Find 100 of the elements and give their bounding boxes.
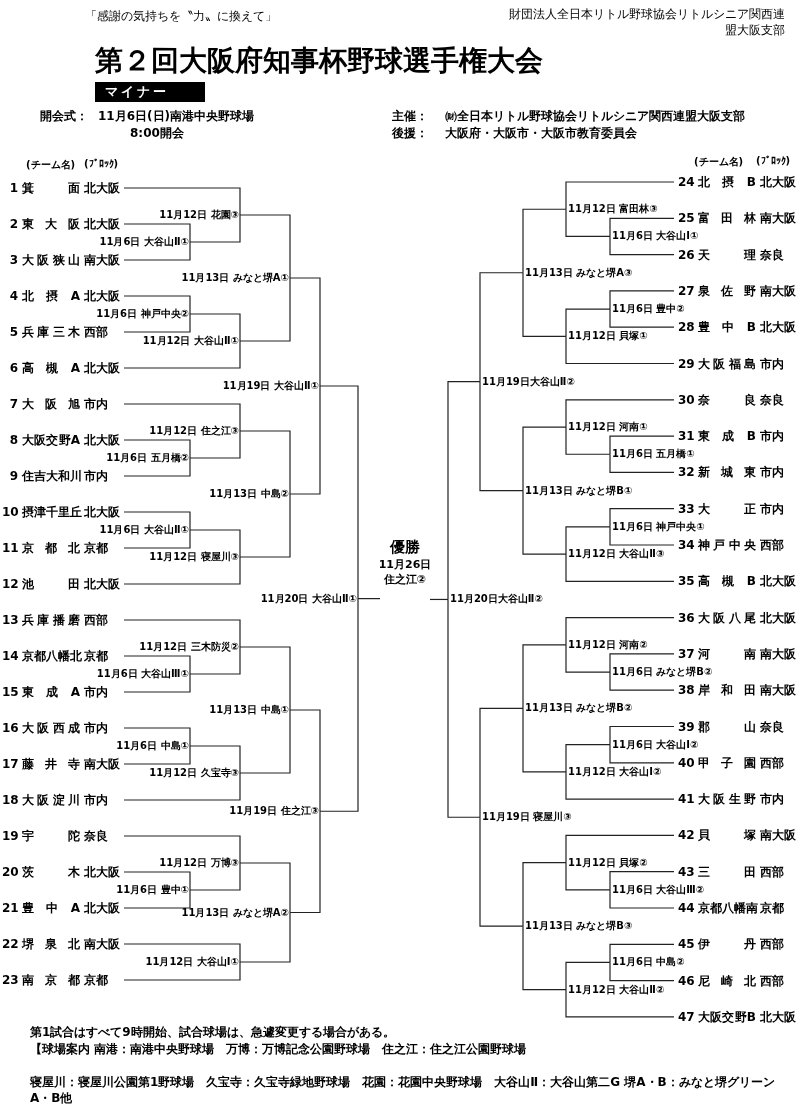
block-name: 北大阪 xyxy=(84,180,120,197)
bracket-line xyxy=(447,598,481,818)
team-number: 17 xyxy=(2,756,18,773)
bracket-line xyxy=(565,862,611,891)
venue-guide: 寝屋川：寝屋川公園第1野球場 久宝寺：久宝寺緑地野球場 花園：花園中央野球場 大谷山Ⅱ：大谷山第二G 堺A・B：みなと堺グリーンA・B他 xyxy=(30,1074,776,1106)
bracket-line xyxy=(565,553,675,582)
team-name: 大阪狭山 xyxy=(22,252,80,269)
block-name: 南大阪 xyxy=(760,282,796,300)
block-name: 南大阪 xyxy=(760,210,796,228)
bracket-line xyxy=(609,871,675,891)
team-number: 36 xyxy=(678,609,694,627)
match-label: 11月6日 五月橋② xyxy=(106,451,190,465)
bracket-line xyxy=(565,644,611,673)
match-label: 11月12日 大谷山Ⅱ① xyxy=(142,334,240,348)
block-name: 北大阪 xyxy=(760,609,796,627)
bracket-line xyxy=(239,862,291,914)
bracket-line xyxy=(289,277,321,387)
match-label: 11月6日 大谷山Ⅰ② xyxy=(610,737,699,752)
block-name: 南大阪 xyxy=(760,645,796,663)
match-label: 11月19日 住之江③ xyxy=(229,804,320,819)
bracket-line xyxy=(123,871,191,891)
team-number: 38 xyxy=(678,682,694,700)
block-name: 市内 xyxy=(760,428,784,446)
bracket-line xyxy=(565,771,675,800)
ceremony-text: 11月6日(日)南港中央野球場 xyxy=(98,108,255,125)
team-name: 豊中B xyxy=(698,319,756,337)
team-number: 35 xyxy=(678,573,694,591)
team-name: 高槻A xyxy=(22,360,80,377)
team-number: 7 xyxy=(8,396,18,413)
bracket-line xyxy=(479,816,524,927)
block-name: 南大阪 xyxy=(84,936,120,953)
bracket-line xyxy=(239,493,291,558)
match-label: 11月12日 大谷山Ⅰ① xyxy=(145,955,240,969)
match-label: 11月12日 寝屋川③ xyxy=(149,550,240,564)
team-name: 大阪淀川 xyxy=(22,792,80,809)
bracket-line xyxy=(239,277,291,342)
bracket-line xyxy=(123,655,191,675)
note-text: 第1試合はすべて9時開始、試合球場は、急遽変更する場合がある。 xyxy=(30,1024,395,1041)
team-name: 南京都 xyxy=(22,972,80,989)
bracket-line xyxy=(565,335,675,365)
team-number: 16 xyxy=(2,720,18,737)
team-name: 豊中A xyxy=(22,900,80,917)
team-name: 大阪生野 xyxy=(698,791,756,809)
block-name: 奈良 xyxy=(760,718,784,736)
match-label: 11月20日大谷山Ⅱ② xyxy=(448,592,543,607)
block-name: 京都 xyxy=(84,972,108,989)
match-label: 11月6日 豊中① xyxy=(116,883,190,897)
bracket-line xyxy=(609,526,675,546)
team-number: 5 xyxy=(8,324,18,341)
team-name: 大阪西成 xyxy=(22,720,80,737)
team-name: 大阪旭 xyxy=(22,396,80,413)
block-name: 市内 xyxy=(760,500,784,518)
team-name: 大阪交野A xyxy=(22,432,80,449)
team-name: 箕面 xyxy=(22,180,80,197)
block-name: 市内 xyxy=(760,464,784,482)
match-label: 11月12日 貝塚② xyxy=(566,855,648,870)
team-number: 2 xyxy=(8,216,18,233)
block-name: 南大阪 xyxy=(760,827,796,845)
bracket-line xyxy=(565,426,611,455)
match-label: 11月13日 みなと堺B① xyxy=(523,483,633,498)
team-number: 27 xyxy=(678,282,694,300)
bracket-line xyxy=(123,619,241,648)
bracket-line xyxy=(239,911,291,963)
block-name: 南大阪 xyxy=(760,682,796,700)
block-name: 奈良 xyxy=(760,391,784,409)
bracket-line xyxy=(123,745,191,765)
block-name: 西部 xyxy=(760,972,784,990)
team-number: 40 xyxy=(678,754,694,772)
team-number: 28 xyxy=(678,319,694,337)
block-name: 西部 xyxy=(760,936,784,954)
bracket-line xyxy=(609,435,675,455)
bracket-line xyxy=(522,489,567,555)
match-label: 11月19日 寝屋川③ xyxy=(480,810,572,825)
team-number: 8 xyxy=(8,432,18,449)
bracket-line xyxy=(123,457,191,477)
match-label: 11月6日 みなと堺B② xyxy=(610,665,713,680)
bracket-line xyxy=(609,290,675,310)
team-number: 11 xyxy=(2,540,18,557)
title: 第２回大阪府知事杯野球選手権大会 xyxy=(95,43,543,79)
team-name: 池田 xyxy=(22,576,80,593)
bracket-line xyxy=(189,214,241,243)
match-label: 11月13日 みなと堺B② xyxy=(523,701,633,716)
block-name: 西部 xyxy=(84,324,108,341)
team-number: 18 xyxy=(2,792,18,809)
team-number: 6 xyxy=(8,360,18,377)
bracket-line xyxy=(479,381,524,492)
block-name: 北大阪 xyxy=(760,573,796,591)
team-name: 京都八幡南 xyxy=(698,900,756,917)
match-label: 11月6日 豊中② xyxy=(610,302,685,317)
team-name: 奈良 xyxy=(698,391,756,409)
match-label: 11月13日 みなと堺A① xyxy=(181,271,290,285)
match-label: 11月6日 中島① xyxy=(116,739,190,753)
team-name: 神戸中央 xyxy=(698,537,756,554)
column-heading: (ﾌﾞﾛｯｸ) xyxy=(84,158,119,169)
block-name: 西部 xyxy=(760,754,784,772)
team-number: 43 xyxy=(678,863,694,881)
bracket-line xyxy=(123,403,241,432)
champion-heading: 優勝 xyxy=(388,536,421,557)
match-label: 11月12日 万博③ xyxy=(159,856,240,870)
bracket-line xyxy=(479,272,524,383)
